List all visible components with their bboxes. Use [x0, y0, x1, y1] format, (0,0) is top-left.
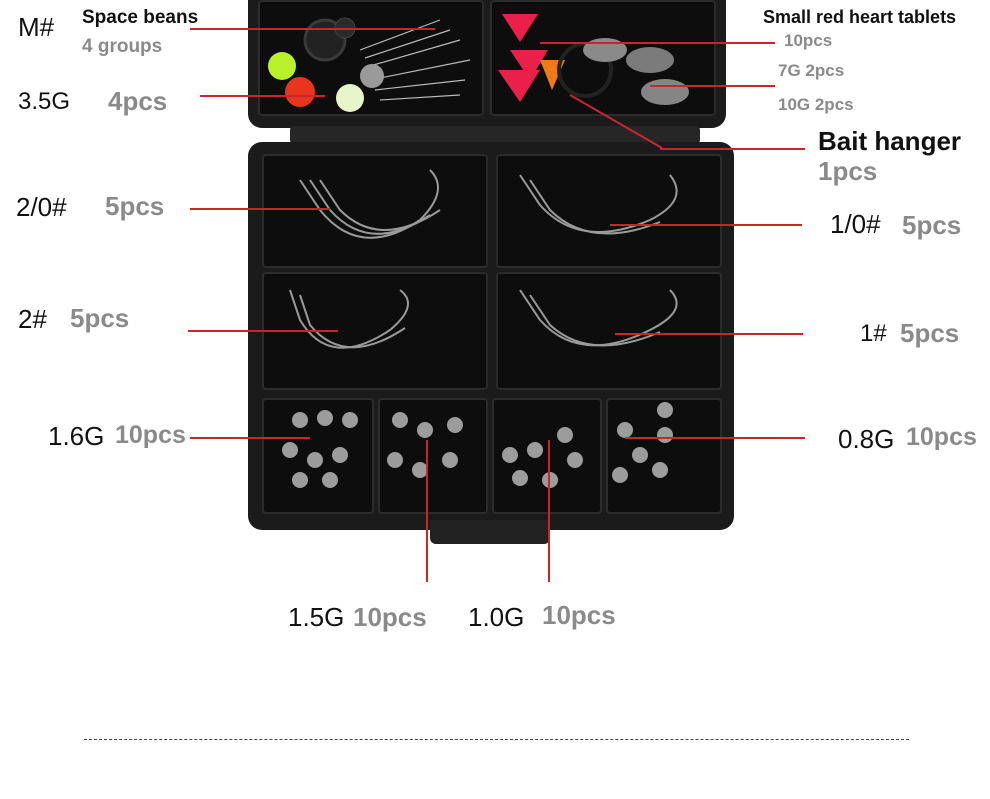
- label-space-beans-qty: 4 groups: [82, 36, 163, 57]
- red-heart-tablet: [510, 50, 548, 80]
- pointer-line-w08: [625, 437, 805, 439]
- pointer-line-hook-2: [188, 330, 338, 332]
- label-w16: 1.6G: [48, 421, 105, 451]
- label-hook-2-qty: 5pcs: [70, 303, 130, 333]
- compartment-hooks-2-0: [262, 154, 488, 268]
- label-sinker-7g: 7G 2pcs: [778, 61, 845, 80]
- label-w08-qty: 10pcs: [906, 423, 977, 451]
- pointer-line-hook-2-0: [190, 208, 330, 210]
- red-heart-tablet: [502, 14, 538, 42]
- snap-swivels: [359, 19, 471, 101]
- split-shot-weights: [282, 402, 673, 488]
- separator-dashed-line: [84, 739, 909, 740]
- label-w08: 0.8G: [838, 424, 895, 454]
- label-w15: 1.5G: [288, 602, 345, 632]
- pointer-line-w15: [426, 440, 428, 582]
- pointer-line-space-beans: [190, 28, 435, 30]
- pointer-line-sinker: [650, 85, 775, 87]
- label-w16-qty: 10pcs: [115, 421, 186, 449]
- label-w15-qty: 10pcs: [353, 602, 427, 632]
- pointer-line-bait-hanger: [660, 148, 805, 150]
- label-heart-tablets: Small red heart tablets: [763, 7, 957, 27]
- jig-head-green: [268, 52, 296, 80]
- sinker-10g: [626, 47, 674, 73]
- pointer-line-jig: [200, 95, 325, 97]
- pointer-line-hook-1-0: [610, 224, 802, 226]
- label-w10-qty: 10pcs: [542, 600, 616, 630]
- label-hook-1-0-qty: 5pcs: [902, 210, 962, 240]
- label-w10: 1.0G: [468, 602, 525, 632]
- jig-head-gray: [360, 64, 384, 88]
- sinker-7g: [583, 38, 627, 62]
- pointer-line-w16: [190, 437, 310, 439]
- label-jig-weight: 3.5G: [18, 88, 71, 115]
- pointer-line-heart: [540, 42, 775, 44]
- label-bait-hanger: Bait hanger: [818, 126, 962, 156]
- hooks-1: [519, 289, 678, 347]
- label-hook-1-0: 1/0#: [830, 209, 881, 239]
- compartment-hooks-1-0: [496, 154, 722, 268]
- tackle-box-latch: [430, 520, 550, 544]
- label-m-size: M#: [18, 12, 55, 42]
- compartment-hooks-1: [496, 272, 722, 390]
- red-heart-tablet: [498, 70, 540, 102]
- label-bait-hanger-qty: 1pcs: [818, 156, 878, 186]
- jig-head-red: [285, 77, 315, 107]
- hooks-2: [289, 289, 409, 349]
- label-hook-2-0-qty: 5pcs: [105, 191, 165, 221]
- label-hook-1: 1#: [860, 320, 887, 347]
- wire-ring: [557, 42, 613, 98]
- tackle-box-hinge: [290, 126, 700, 144]
- label-hook-1-qty: 5pcs: [900, 318, 960, 348]
- pointer-line-w10: [548, 440, 550, 582]
- pointer-line-hook-1: [615, 333, 803, 335]
- label-heart-qty: 10pcs: [784, 31, 833, 50]
- jig-head-white: [336, 84, 364, 112]
- hooks-2-0: [299, 169, 441, 239]
- label-hook-2-0: 2/0#: [16, 192, 67, 222]
- label-jig-qty: 4pcs: [108, 86, 168, 116]
- label-space-beans: Space beans: [82, 7, 199, 28]
- label-sinker-10g: 10G 2pcs: [778, 95, 854, 114]
- label-hook-2: 2#: [18, 304, 47, 334]
